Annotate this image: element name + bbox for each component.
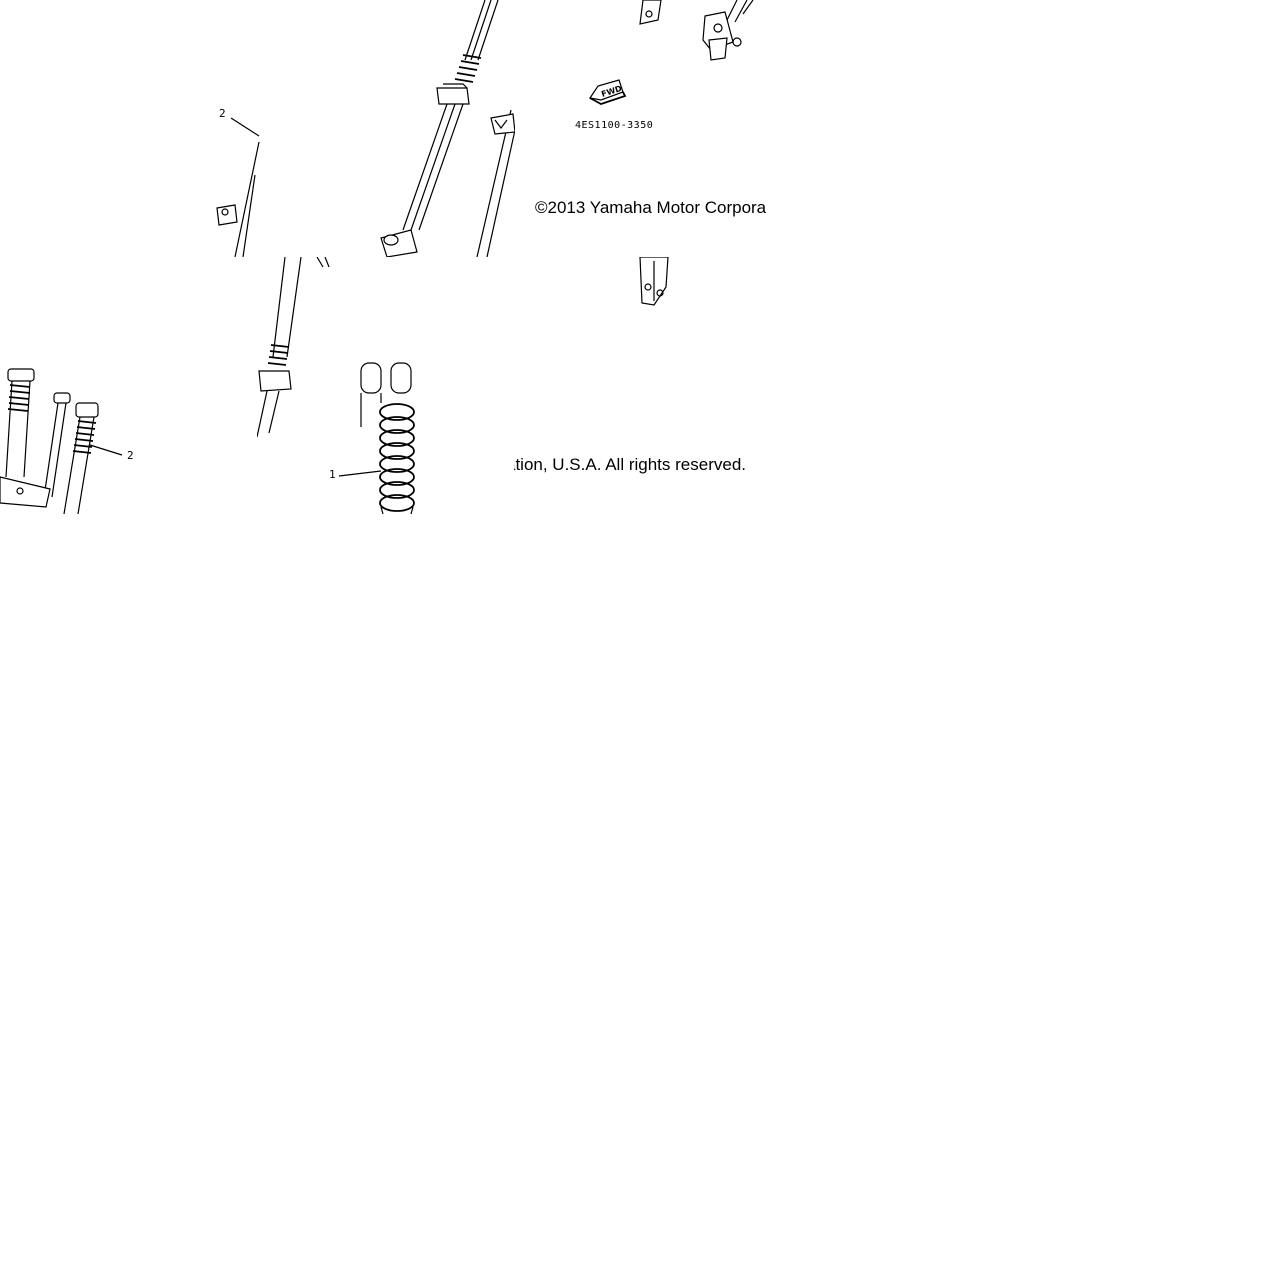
- damper-right: [63, 402, 99, 514]
- fwd-arrow-icon: FWD: [588, 79, 627, 105]
- fork-spring-upper: [454, 54, 482, 83]
- diagram-tile-fork-lower: 2: [0, 257, 257, 514]
- diagram-tile-fork-upper: 2: [215, 0, 515, 257]
- callout-2-top: 2: [219, 107, 226, 120]
- bracket-small: [639, 257, 669, 306]
- brackets-drawing: FWD: [588, 0, 754, 105]
- damper-rod: [43, 392, 71, 498]
- bracket-small-drawing: [639, 257, 669, 306]
- fork-lower-drawing: [0, 368, 123, 514]
- bracket-right: [702, 0, 754, 61]
- callout-1: 1: [329, 468, 336, 481]
- diagram-tile-brackets: FWD 4ES1100-3350 ©2013 Yamaha Motor Corp…: [515, 0, 772, 257]
- fork-tube-center: [257, 257, 330, 438]
- damper-left: [5, 368, 35, 478]
- copyright-line-2: ation, U.S.A. All rights reserved.: [514, 455, 746, 474]
- shock-drawing: [257, 257, 415, 514]
- bracket-left: [639, 0, 662, 25]
- shock-absorber: [360, 362, 412, 427]
- reference-code: 4ES1100-3350: [575, 120, 654, 131]
- diagram-tile-shock: 1: [257, 257, 514, 514]
- copyright-line-1: ©2013 Yamaha Motor Corpora: [535, 198, 767, 217]
- diagram-tile-bracket-small: ation, U.S.A. All rights reserved.: [514, 257, 771, 514]
- shock-spring: [379, 403, 415, 514]
- fork-upper-drawing: [216, 0, 515, 257]
- callout-2-bottom: 2: [127, 449, 134, 462]
